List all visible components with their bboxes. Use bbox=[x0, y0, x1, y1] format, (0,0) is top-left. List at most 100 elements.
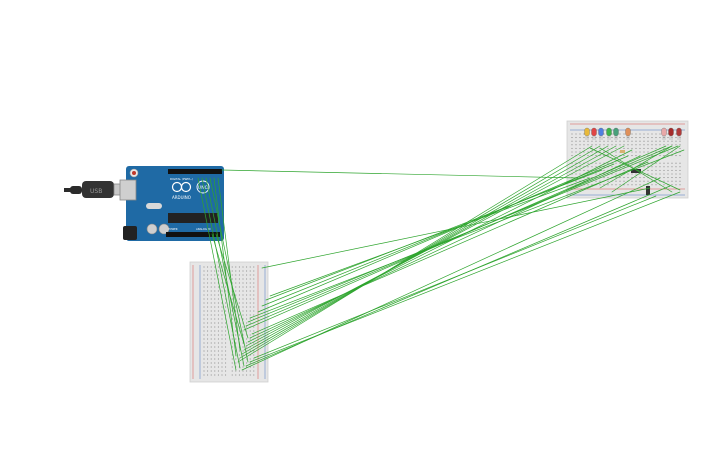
breadboard-hole[interactable] bbox=[611, 173, 613, 175]
breadboard-hole[interactable] bbox=[214, 266, 216, 268]
breadboard-hole[interactable] bbox=[203, 310, 205, 312]
breadboard-hole[interactable] bbox=[619, 177, 621, 179]
breadboard-hole[interactable] bbox=[587, 169, 589, 171]
breadboard-hole[interactable] bbox=[643, 147, 645, 149]
breadboard-hole[interactable] bbox=[643, 137, 645, 139]
breadboard-hole[interactable] bbox=[253, 314, 255, 316]
breadboard-hole[interactable] bbox=[225, 362, 227, 364]
breadboard-hole[interactable] bbox=[210, 366, 212, 368]
breadboard-hole[interactable] bbox=[242, 326, 244, 328]
breadboard-hole[interactable] bbox=[207, 370, 209, 372]
breadboard-hole[interactable] bbox=[611, 133, 613, 135]
breadboard-hole[interactable] bbox=[238, 354, 240, 356]
breadboard-hole[interactable] bbox=[587, 140, 589, 142]
breadboard-hole[interactable] bbox=[242, 298, 244, 300]
breadboard-hole[interactable] bbox=[246, 338, 248, 340]
breadboard-hole[interactable] bbox=[214, 290, 216, 292]
breadboard-hole[interactable] bbox=[575, 144, 577, 146]
breadboard-hole[interactable] bbox=[675, 166, 677, 168]
breadboard-hole[interactable] bbox=[217, 370, 219, 372]
breadboard-hole[interactable] bbox=[214, 270, 216, 272]
breadboard-hole[interactable] bbox=[221, 370, 223, 372]
breadboard-hole[interactable] bbox=[679, 173, 681, 175]
breadboard-hole[interactable] bbox=[615, 147, 617, 149]
breadboard-hole[interactable] bbox=[225, 330, 227, 332]
breadboard-hole[interactable] bbox=[214, 326, 216, 328]
breadboard-hole[interactable] bbox=[639, 133, 641, 135]
jumper-wire[interactable] bbox=[599, 145, 673, 189]
breadboard-hole[interactable] bbox=[235, 334, 237, 336]
breadboard-hole[interactable] bbox=[579, 173, 581, 175]
breadboard-hole[interactable] bbox=[242, 354, 244, 356]
jumper-wire[interactable] bbox=[213, 177, 237, 357]
breadboard-hole[interactable] bbox=[655, 180, 657, 182]
breadboard-hole[interactable] bbox=[615, 140, 617, 142]
jumper-wire[interactable] bbox=[221, 169, 579, 179]
breadboard-hole[interactable] bbox=[249, 334, 251, 336]
breadboard-hole[interactable] bbox=[242, 366, 244, 368]
breadboard-hole[interactable] bbox=[643, 151, 645, 153]
breadboard-hole[interactable] bbox=[217, 342, 219, 344]
breadboard-hole[interactable] bbox=[214, 298, 216, 300]
breadboard-hole[interactable] bbox=[235, 330, 237, 332]
breadboard-hole[interactable] bbox=[210, 330, 212, 332]
breadboard-hole[interactable] bbox=[575, 140, 577, 142]
jumper-wire[interactable] bbox=[251, 161, 649, 335]
jumper-wire[interactable] bbox=[257, 155, 629, 313]
breadboard-hole[interactable] bbox=[249, 370, 251, 372]
breadboard-hole[interactable] bbox=[575, 166, 577, 168]
breadboard-hole[interactable] bbox=[603, 155, 605, 157]
breadboard-hole[interactable] bbox=[575, 151, 577, 153]
jumper-wire[interactable] bbox=[211, 233, 245, 345]
breadboard-hole[interactable] bbox=[679, 140, 681, 142]
breadboard-hole[interactable] bbox=[655, 133, 657, 135]
breadboard-hole[interactable] bbox=[207, 294, 209, 296]
breadboard-hole[interactable] bbox=[675, 137, 677, 139]
breadboard-hole[interactable] bbox=[659, 166, 661, 168]
breadboard-hole[interactable] bbox=[210, 346, 212, 348]
breadboard-hole[interactable] bbox=[253, 334, 255, 336]
jumper-wire[interactable] bbox=[249, 191, 681, 363]
led-orange-1[interactable] bbox=[625, 127, 631, 137]
breadboard-hole[interactable] bbox=[246, 342, 248, 344]
breadboard-hole[interactable] bbox=[249, 350, 251, 352]
breadboard-hole[interactable] bbox=[253, 306, 255, 308]
breadboard-hole[interactable] bbox=[583, 144, 585, 146]
breadboard-hole[interactable] bbox=[651, 162, 653, 164]
breadboard-hole[interactable] bbox=[663, 147, 665, 149]
breadboard-hole[interactable] bbox=[249, 362, 251, 364]
breadboard-hole[interactable] bbox=[217, 298, 219, 300]
breadboard-hole[interactable] bbox=[651, 166, 653, 168]
breadboard-hole[interactable] bbox=[647, 133, 649, 135]
breadboard-hole[interactable] bbox=[663, 137, 665, 139]
breadboard-hole[interactable] bbox=[242, 282, 244, 284]
breadboard-hole[interactable] bbox=[599, 184, 601, 186]
breadboard-hole[interactable] bbox=[675, 180, 677, 182]
breadboard-hole[interactable] bbox=[639, 144, 641, 146]
breadboard-hole[interactable] bbox=[207, 270, 209, 272]
breadboard-hole[interactable] bbox=[221, 334, 223, 336]
breadboard-hole[interactable] bbox=[225, 354, 227, 356]
breadboard-hole[interactable] bbox=[242, 286, 244, 288]
breadboard-hole[interactable] bbox=[655, 166, 657, 168]
breadboard-hole[interactable] bbox=[214, 374, 216, 376]
breadboard-hole[interactable] bbox=[238, 290, 240, 292]
breadboard-hole[interactable] bbox=[639, 173, 641, 175]
breadboard-hole[interactable] bbox=[217, 310, 219, 312]
breadboard-hole[interactable] bbox=[249, 270, 251, 272]
led-red-1[interactable] bbox=[591, 127, 597, 137]
breadboard-hole[interactable] bbox=[221, 302, 223, 304]
breadboard-hole[interactable] bbox=[675, 151, 677, 153]
breadboard-hole[interactable] bbox=[217, 302, 219, 304]
breadboard-hole[interactable] bbox=[242, 310, 244, 312]
breadboard-hole[interactable] bbox=[203, 282, 205, 284]
breadboard-hole[interactable] bbox=[207, 338, 209, 340]
breadboard-hole[interactable] bbox=[679, 177, 681, 179]
breadboard-hole[interactable] bbox=[587, 166, 589, 168]
breadboard-hole[interactable] bbox=[675, 169, 677, 171]
breadboard-hole[interactable] bbox=[253, 278, 255, 280]
breadboard-hole[interactable] bbox=[643, 173, 645, 175]
breadboard-hole[interactable] bbox=[607, 184, 609, 186]
breadboard-hole[interactable] bbox=[663, 144, 665, 146]
